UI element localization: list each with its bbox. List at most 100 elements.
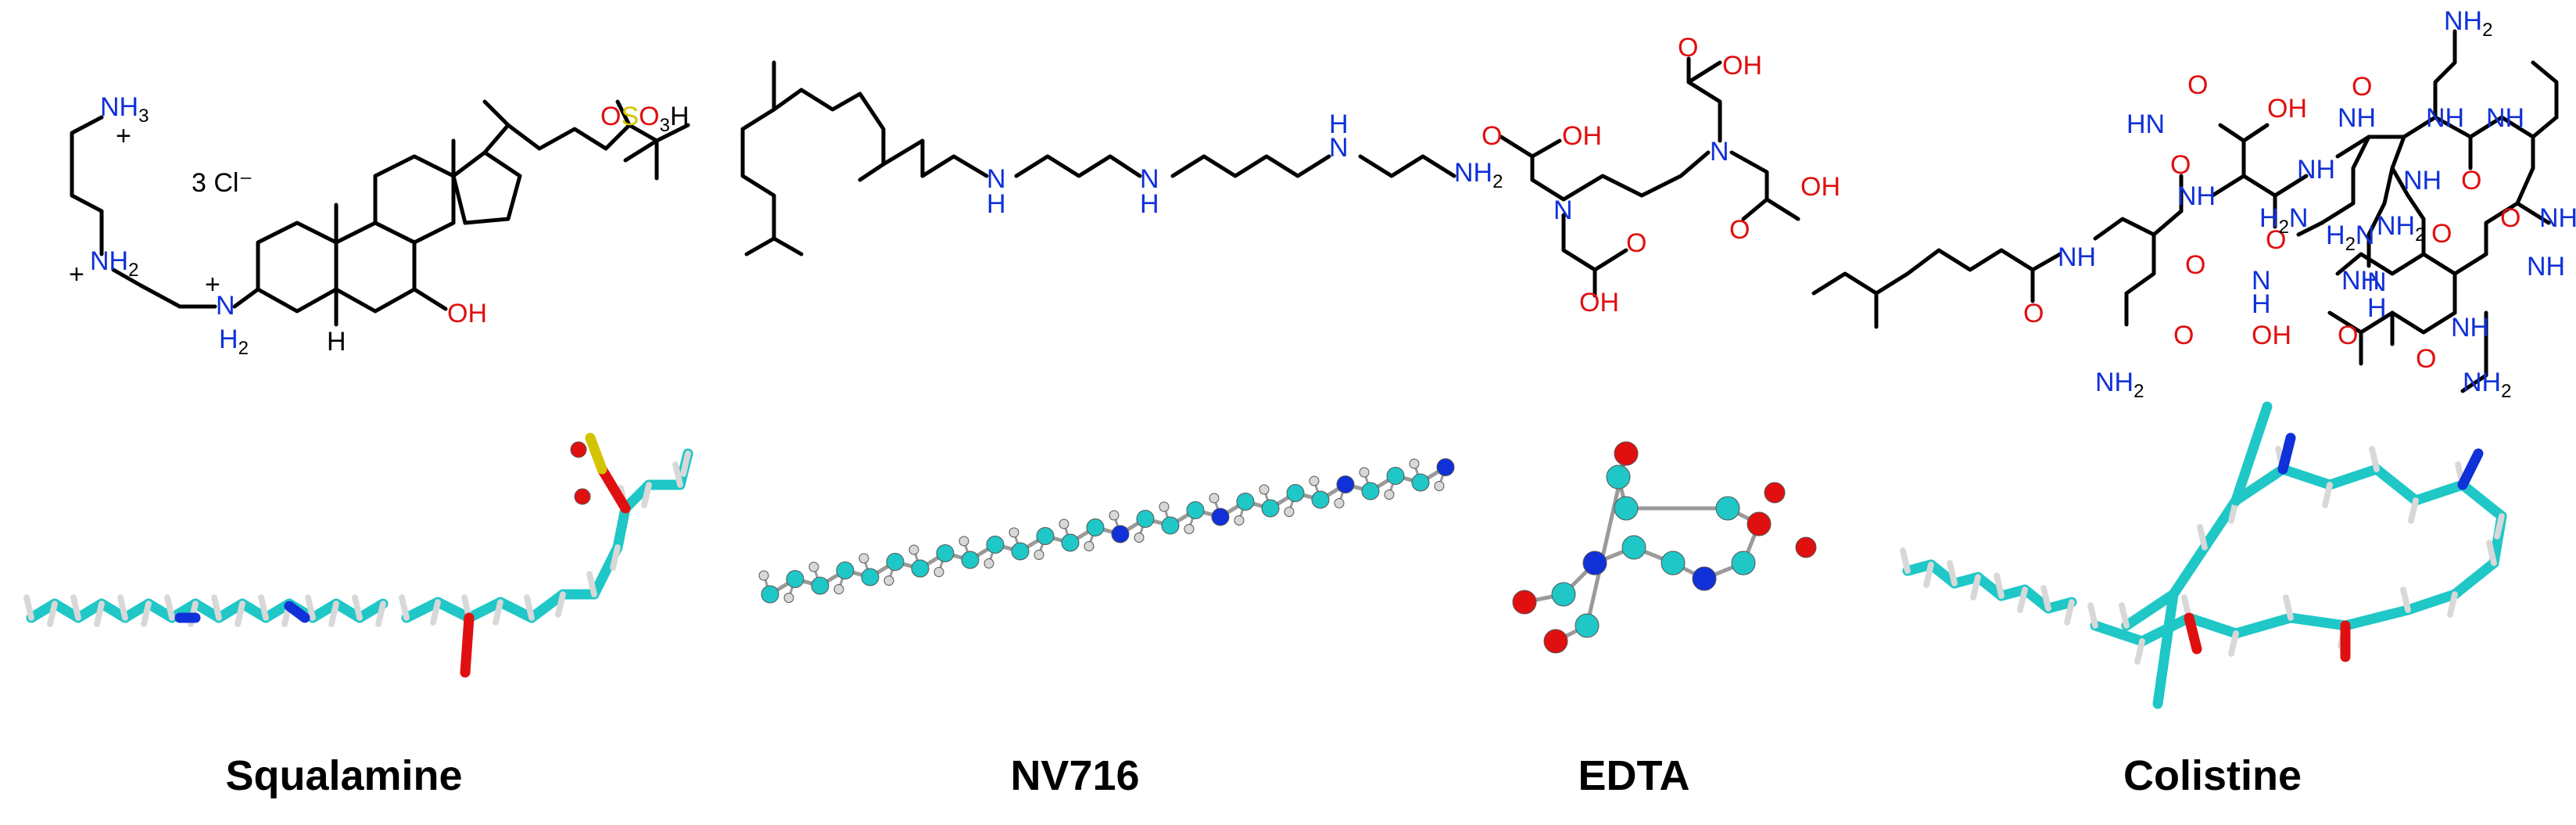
colistine-stick-bond bbox=[2410, 479, 2468, 506]
colistine-o-3: O bbox=[2266, 225, 2286, 255]
colistine-n-1: N bbox=[2252, 266, 2271, 296]
colistine-stick bbox=[2152, 589, 2179, 709]
colistine-stick-bond bbox=[2324, 464, 2382, 490]
colistine-nh-2: NH bbox=[2177, 181, 2216, 211]
colistine-stick-h bbox=[2486, 540, 2497, 566]
nv716-ball-c bbox=[786, 570, 804, 588]
nv716-ball-c bbox=[1186, 501, 1205, 519]
squalamine-stick-bond bbox=[401, 597, 443, 623]
nv716-ball-h bbox=[1284, 507, 1295, 517]
squalamine-h2-label: H2 bbox=[219, 325, 249, 359]
squalamine-so3h-label: OSO3H bbox=[600, 102, 690, 136]
squalamine-stick-h bbox=[117, 594, 128, 621]
nv716-ball-h bbox=[958, 536, 969, 547]
edta-oh4: OH bbox=[1800, 172, 1840, 202]
colistine-stick-n bbox=[2457, 448, 2484, 490]
nv716-ball-h bbox=[1109, 510, 1120, 521]
nv716-ball-h bbox=[758, 570, 769, 581]
nv716-ball-c bbox=[1036, 527, 1055, 545]
nv716-ball-h bbox=[908, 544, 919, 555]
nv716-h3: H bbox=[1329, 109, 1349, 139]
edta-ball-c bbox=[1614, 496, 1639, 521]
nv716-ball-c bbox=[1386, 467, 1405, 485]
colistine-stick-bond bbox=[2199, 495, 2241, 553]
colistine-stick-h bbox=[1947, 560, 1958, 586]
nv716-ball-n bbox=[1211, 508, 1230, 526]
nv716-ball-c bbox=[986, 536, 1005, 554]
edta-ball-n bbox=[1582, 551, 1607, 576]
squalamine-stick-h bbox=[399, 594, 410, 621]
squalamine-stick-h bbox=[352, 594, 363, 621]
squalamine-stick-h bbox=[211, 594, 222, 621]
colistine-nh2-1: NH2 bbox=[2095, 368, 2144, 402]
colistine-stick-bond bbox=[2121, 589, 2179, 631]
nv716-ball-c bbox=[961, 551, 980, 569]
colistine-nh-6: NH bbox=[2486, 103, 2524, 133]
nv716-ball-c bbox=[1086, 518, 1105, 536]
nv716-ball-c bbox=[936, 544, 955, 562]
squalamine-stick-h bbox=[524, 594, 535, 621]
nv716-ball-c bbox=[1261, 499, 1280, 518]
nv716-ball-h bbox=[1134, 533, 1145, 543]
molecule-3d-models bbox=[23, 401, 2507, 709]
colistine-o-12: O bbox=[2416, 344, 2436, 374]
edta-ball-o bbox=[1543, 629, 1568, 654]
colistine-stick-h bbox=[1970, 574, 1981, 601]
squalamine-stick-h bbox=[586, 571, 597, 597]
nv716-n2: N bbox=[1140, 164, 1159, 194]
colistine-stick-bond bbox=[2285, 612, 2351, 631]
edta-o1: O bbox=[1481, 121, 1502, 151]
colistine-stick-h bbox=[1900, 547, 1911, 574]
colistine-stick-h bbox=[2400, 586, 2411, 613]
colistine-stick-h bbox=[2447, 591, 2458, 618]
nv716-ball-h bbox=[1184, 524, 1195, 534]
edta-ball-o bbox=[1512, 590, 1537, 615]
nv716-ball-h bbox=[1384, 490, 1395, 500]
colistine-stick-h bbox=[1923, 561, 1934, 588]
nv716-ball-c bbox=[1136, 510, 1155, 528]
colistine-stick-bond bbox=[2277, 464, 2335, 490]
nv716-ball-n bbox=[1436, 458, 1455, 476]
squalamine-plus-1: + bbox=[116, 121, 131, 151]
squalamine-stick-bond bbox=[432, 597, 475, 623]
edta-oh3: OH bbox=[1722, 51, 1762, 81]
nv716-ball-h bbox=[1334, 498, 1345, 508]
squalamine-stick-bond bbox=[612, 503, 631, 553]
edta-ball-c bbox=[1575, 613, 1600, 638]
colistine-stick bbox=[2230, 401, 2273, 506]
nv716-ball-c bbox=[1286, 484, 1305, 502]
squalamine-stick-h bbox=[305, 594, 316, 621]
edta-ball-o bbox=[1764, 482, 1786, 504]
nv716-ball-h bbox=[1259, 484, 1270, 495]
squalamine-stick-h bbox=[23, 594, 34, 621]
colistine-stick-h bbox=[2087, 602, 2098, 629]
colistine-stick-h bbox=[2017, 586, 2028, 613]
colistine-nh-9: NH bbox=[2527, 252, 2565, 282]
nv716-ball-h bbox=[1059, 518, 1069, 529]
edta-oh2: OH bbox=[1579, 288, 1619, 317]
nv716-h2: H bbox=[1140, 189, 1159, 219]
squalamine-stick-n bbox=[284, 601, 310, 623]
squalamine-stick-h bbox=[610, 544, 621, 571]
colistine-stick-h bbox=[2134, 638, 2145, 665]
colistine-o-1: O bbox=[2023, 299, 2044, 328]
nv716-ball-h bbox=[808, 561, 819, 572]
squalamine-stick-o bbox=[597, 464, 631, 514]
nv716-ball-h bbox=[1434, 481, 1445, 491]
squalamine-stick-h bbox=[641, 482, 652, 508]
edta-n1: N bbox=[1553, 195, 1573, 225]
colistine-nh2-4: NH2 bbox=[2463, 368, 2511, 402]
colistine-nh2-3: NH2 bbox=[2377, 211, 2425, 246]
nv716-ball-h bbox=[933, 567, 944, 577]
colistine-stick-h bbox=[2408, 497, 2419, 524]
squalamine-stick-h bbox=[430, 599, 441, 626]
colistine-stick-n bbox=[2277, 432, 2296, 475]
nv716-ball-h bbox=[883, 576, 894, 586]
squalamine-stick-o bbox=[460, 612, 475, 678]
colistine-stick-bond bbox=[2184, 612, 2241, 639]
nv716-h1: H bbox=[987, 189, 1006, 219]
nv716-ball-h bbox=[1034, 550, 1044, 560]
edta-ball-c bbox=[1715, 496, 1740, 521]
colistine-structure: NH O NH2 NH O OH O NH HN H2N O NH O NH N… bbox=[1811, 6, 2576, 402]
